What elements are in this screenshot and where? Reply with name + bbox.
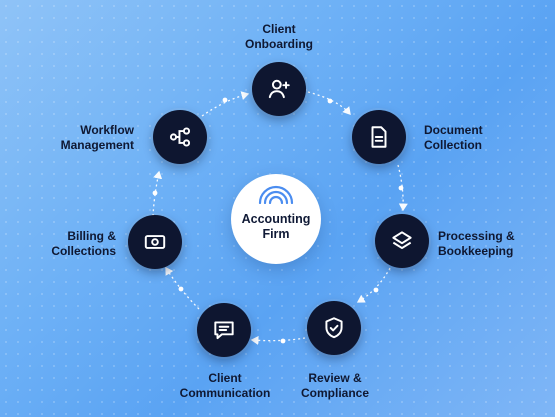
label-review-compliance: Review & Compliance <box>300 371 369 400</box>
chat-icon <box>214 321 234 340</box>
center-hub: Accounting Firm <box>231 174 321 264</box>
workflow-icon <box>169 127 191 147</box>
document-icon <box>371 126 387 148</box>
label-client-onboarding: Client Onboarding <box>245 22 313 51</box>
center-title: Accounting Firm <box>241 212 311 241</box>
add-user-icon <box>268 79 290 99</box>
step-review-compliance[interactable] <box>307 301 361 355</box>
step-client-communication[interactable] <box>197 303 251 357</box>
layers-icon <box>392 231 412 250</box>
connector-workflow-to-onboarding <box>201 91 250 117</box>
step-client-onboarding[interactable] <box>252 62 306 116</box>
signal-arcs-icon <box>258 185 294 204</box>
connector-processing-to-review <box>356 267 391 303</box>
step-processing-bookkeeping[interactable] <box>375 214 429 268</box>
label-billing-collections: Billing & Collections <box>51 229 116 258</box>
step-document-collection[interactable] <box>352 110 406 164</box>
label-processing-bookkeeping: Processing & Bookkeeping <box>438 229 515 258</box>
label-workflow-management: Workflow Management <box>60 123 134 152</box>
step-workflow-management[interactable] <box>153 110 207 164</box>
shield-check-icon <box>325 317 343 339</box>
label-client-communication: Client Communication <box>179 371 271 400</box>
cash-icon <box>144 235 166 249</box>
label-document-collection: Document Collection <box>424 123 483 152</box>
connector-document-to-processing <box>397 164 408 212</box>
connector-review-to-communication <box>250 335 306 345</box>
step-billing-collections[interactable] <box>128 215 182 269</box>
